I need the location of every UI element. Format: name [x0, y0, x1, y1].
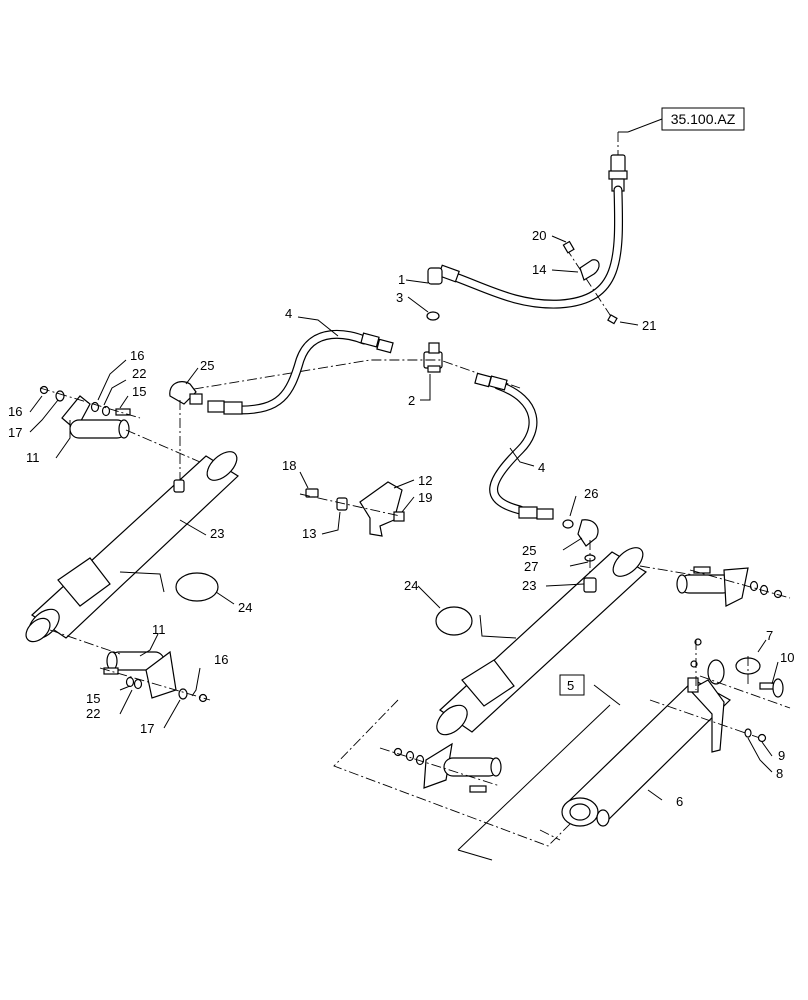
pin-right-lower — [379, 742, 502, 793]
centerline-top — [175, 359, 521, 393]
callout-3: 3 — [396, 290, 403, 305]
oring-indicator-right — [479, 614, 517, 639]
callout-13: 13 — [302, 526, 316, 541]
callout-16b: 16 — [8, 404, 22, 419]
callout-5: 5 — [567, 678, 574, 693]
o-ring-left — [175, 572, 219, 602]
callout-22b: 22 — [86, 706, 100, 721]
callout-17a: 17 — [8, 425, 22, 440]
callout-15b: 15 — [86, 691, 100, 706]
tee-fitting — [423, 342, 443, 373]
callout-14: 14 — [532, 262, 546, 277]
leader-lines — [29, 235, 779, 861]
callout-24a: 24 — [238, 600, 252, 615]
callout-21: 21 — [642, 318, 656, 333]
washer-bolt-8-9 — [744, 728, 767, 743]
pin-left-upper — [39, 385, 201, 463]
callout-19: 19 — [418, 490, 432, 505]
callout-22a: 22 — [132, 366, 146, 381]
callout-labels: 1 2 3 4 4 5 6 7 8 9 10 11 11 12 13 14 15… — [8, 228, 794, 809]
callout-23b: 23 — [522, 578, 536, 593]
callout-box-5 — [559, 674, 585, 696]
elbow-fitting-left — [169, 381, 203, 405]
hose-left — [207, 329, 394, 415]
supply-hose — [427, 132, 628, 309]
cylinder-right — [436, 547, 701, 736]
callout-25b: 25 — [522, 543, 536, 558]
callout-7: 7 — [766, 628, 773, 643]
callout-2: 2 — [408, 393, 415, 408]
pin-left-lower — [49, 629, 211, 703]
callout-16c: 16 — [214, 652, 228, 667]
callout-26: 26 — [584, 486, 598, 501]
reference-label: 35.100.AZ — [671, 111, 736, 127]
pad-assembly — [699, 656, 791, 709]
hose-right — [474, 372, 554, 520]
callout-11b: 11 — [152, 622, 166, 637]
callout-4a: 4 — [285, 306, 292, 321]
callout-18: 18 — [282, 458, 296, 473]
callout-16a: 16 — [130, 348, 144, 363]
cylinder-left — [25, 400, 239, 643]
callout-27: 27 — [524, 559, 538, 574]
callout-9: 9 — [778, 748, 785, 763]
callout-10: 10 — [780, 650, 794, 665]
callout-15a: 15 — [132, 384, 146, 399]
pin-right-upper — [676, 566, 791, 607]
o-ring-right — [435, 606, 473, 636]
oring-indicator-left — [119, 571, 165, 593]
hose-bracket — [299, 481, 405, 537]
callout-4b: 4 — [538, 460, 545, 475]
reference-tag[interactable]: 35.100.AZ — [618, 107, 745, 133]
pivot-housing — [539, 638, 761, 841]
callout-25a: 25 — [200, 358, 214, 373]
hose-clamp-assembly — [562, 240, 618, 325]
callout-6: 6 — [676, 794, 683, 809]
washer-3 — [426, 311, 440, 321]
callout-12: 12 — [418, 473, 432, 488]
callout-11a: 11 — [26, 450, 40, 465]
callout-8: 8 — [776, 766, 783, 781]
callout-24b: 24 — [404, 578, 418, 593]
callout-23a: 23 — [210, 526, 224, 541]
callout-17b: 17 — [140, 721, 154, 736]
callout-1: 1 — [398, 272, 405, 287]
callout-20: 20 — [532, 228, 546, 243]
